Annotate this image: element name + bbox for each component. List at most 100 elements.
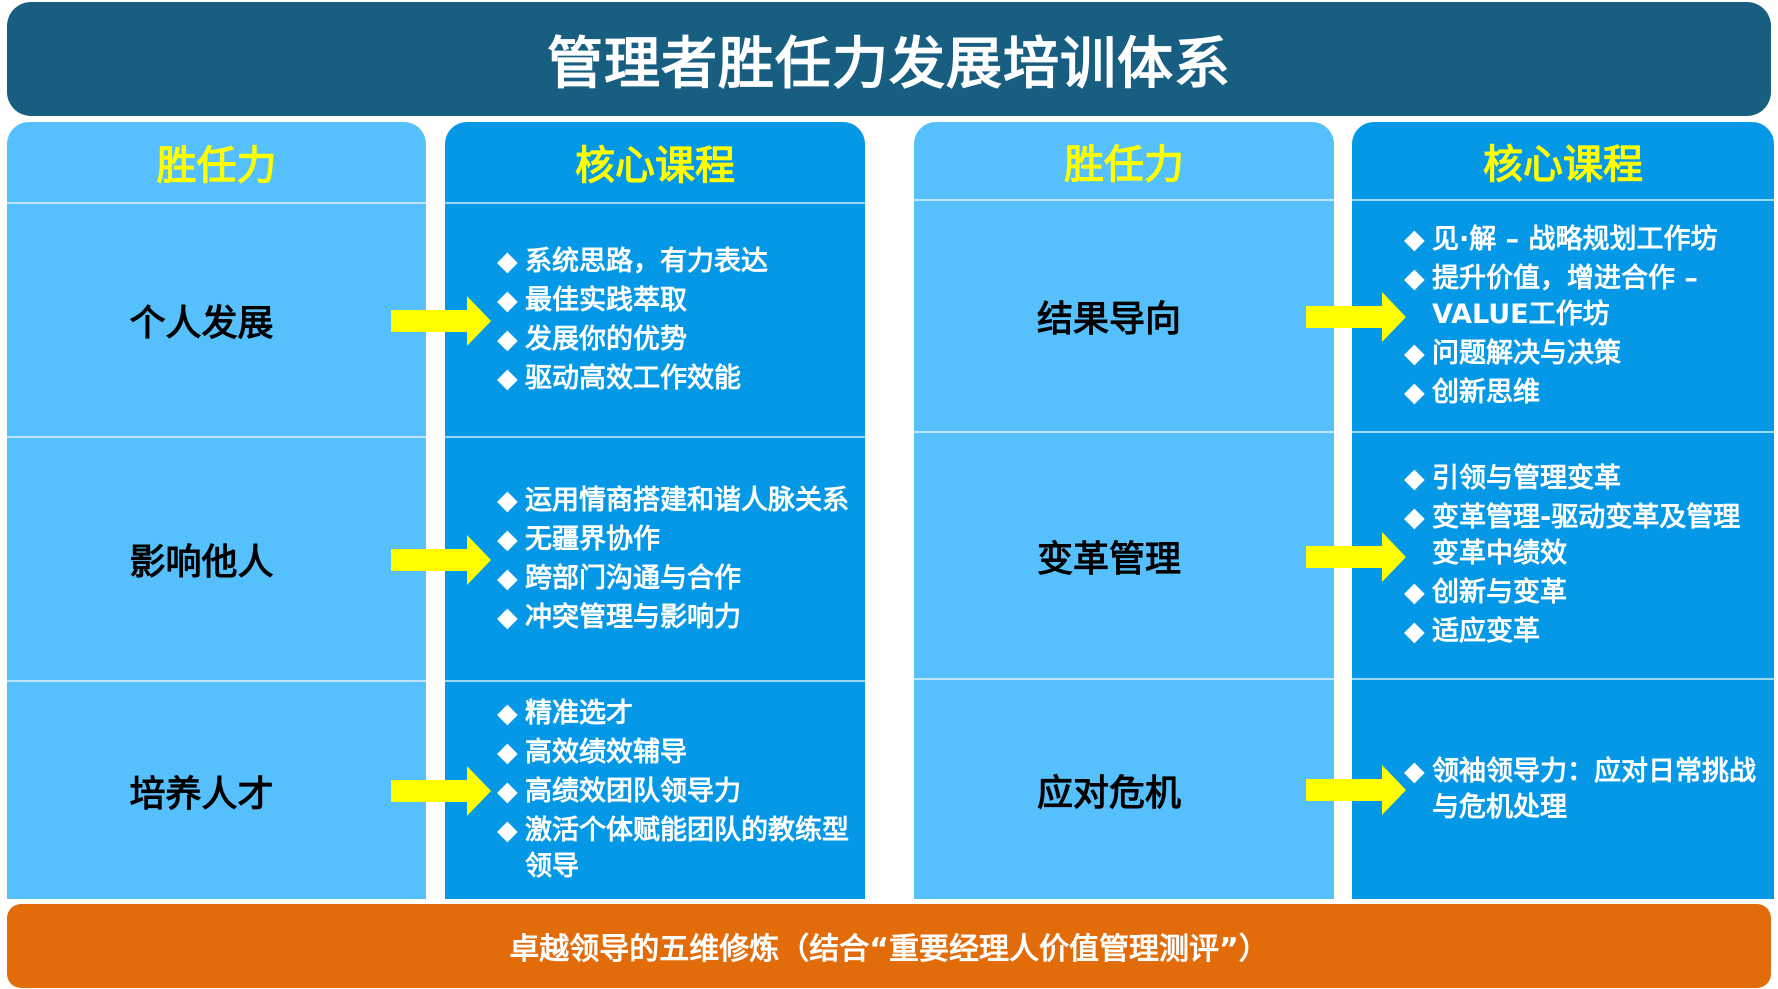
- course-text: 创新与变革: [1432, 577, 1567, 608]
- diamond-bullet-icon: ◆: [1404, 262, 1425, 294]
- course-item: ◆激活个体赋能团队的教练型领导: [497, 813, 855, 885]
- course-item: ◆运用情商搭建和谐人脉关系: [497, 483, 849, 519]
- arrow-shape: [1306, 292, 1406, 342]
- course-text: 激活个体赋能团队的教练型领导: [525, 815, 849, 882]
- competency-cell: 应对危机: [914, 680, 1334, 899]
- course-text: 创新思维: [1432, 376, 1540, 408]
- competency-cell: 个人发展: [7, 204, 426, 438]
- course-list: ◆运用情商搭建和谐人脉关系◆无疆界协作◆跨部门沟通与合作◆冲突管理与影响力: [445, 480, 859, 639]
- arrow-shape: [391, 296, 491, 346]
- course-text: 精准选才: [525, 698, 633, 729]
- course-item: ◆冲突管理与影响力: [497, 600, 849, 636]
- course-text: 问题解决与决策: [1432, 337, 1621, 369]
- diamond-bullet-icon: ◆: [497, 523, 518, 555]
- diamond-bullet-icon: ◆: [497, 601, 518, 633]
- course-header: 核心课程: [1352, 122, 1774, 201]
- course-item: ◆提升价值，增进合作 – VALUE工作坊: [1404, 261, 1764, 333]
- diamond-bullet-icon: ◆: [1404, 502, 1425, 533]
- course-list: ◆系统思路，有力表达◆最佳实践萃取◆发展你的优势◆驱动高效工作效能: [445, 241, 778, 400]
- right-arrow-icon: [1306, 764, 1406, 815]
- course-item: ◆见·解 – 战略规划工作坊: [1404, 222, 1764, 258]
- arrow-shape: [391, 535, 491, 585]
- course-text: 发展你的优势: [525, 323, 687, 355]
- arrow-shape: [391, 765, 491, 816]
- competency-label: 结果导向: [1036, 299, 1181, 340]
- diamond-bullet-icon: ◆: [1404, 463, 1425, 494]
- page-title: 管理者胜任力发展培训体系: [7, 2, 1771, 116]
- course-item: ◆系统思路，有力表达: [497, 244, 768, 280]
- course-item: ◆变革管理-驱动变革及管理变革中绩效: [1404, 500, 1764, 572]
- diamond-bullet-icon: ◆: [497, 323, 518, 355]
- competency-header: 胜任力: [7, 122, 426, 204]
- course-text: 引领与管理变革: [1432, 463, 1621, 494]
- course-text: 变革管理-驱动变革及管理变革中绩效: [1432, 502, 1741, 569]
- course-text: 领袖领导力：应对日常挑战与危机处理: [1432, 755, 1756, 823]
- course-cell: ◆精准选才◆高效绩效辅导◆高绩效团队领导力◆激活个体赋能团队的教练型领导: [445, 682, 865, 899]
- diamond-bullet-icon: ◆: [497, 245, 518, 277]
- left-competency-column: 胜任力 个人发展影响他人培养人才: [7, 122, 426, 899]
- course-text: 驱动高效工作效能: [525, 362, 741, 394]
- course-text: 高绩效团队领导力: [525, 776, 741, 807]
- course-text: 无疆界协作: [525, 523, 660, 555]
- course-item: ◆问题解决与决策: [1404, 336, 1764, 372]
- course-text: 提升价值，增进合作 – VALUE工作坊: [1432, 262, 1698, 330]
- course-item: ◆高绩效团队领导力: [497, 774, 855, 810]
- course-text: 高效绩效辅导: [525, 737, 687, 768]
- course-list: ◆精准选才◆高效绩效辅导◆高绩效团队领导力◆激活个体赋能团队的教练型领导: [445, 693, 865, 888]
- competency-label: 变革管理: [1036, 538, 1181, 580]
- diamond-bullet-icon: ◆: [497, 815, 518, 846]
- left-course-column: 核心课程 ◆系统思路，有力表达◆最佳实践萃取◆发展你的优势◆驱动高效工作效能◆运…: [445, 122, 865, 899]
- course-list: ◆领袖领导力：应对日常挑战与危机处理: [1352, 751, 1774, 829]
- diamond-bullet-icon: ◆: [497, 698, 518, 729]
- course-text: 跨部门沟通与合作: [525, 562, 741, 594]
- course-text: 系统思路，有力表达: [525, 245, 768, 277]
- competency-header: 胜任力: [914, 122, 1334, 201]
- arrow-shape: [1306, 764, 1406, 815]
- course-cell: ◆运用情商搭建和谐人脉关系◆无疆界协作◆跨部门沟通与合作◆冲突管理与影响力: [445, 438, 865, 682]
- right-course-column: 核心课程 ◆见·解 – 战略规划工作坊◆提升价值，增进合作 – VALUE工作坊…: [1352, 122, 1774, 899]
- course-text: 见·解 – 战略规划工作坊: [1432, 223, 1718, 255]
- diamond-bullet-icon: ◆: [1404, 376, 1425, 408]
- course-cell: ◆见·解 – 战略规划工作坊◆提升价值，增进合作 – VALUE工作坊◆问题解决…: [1352, 201, 1774, 433]
- competency-cell: 结果导向: [914, 201, 1334, 433]
- course-item: ◆引领与管理变革: [1404, 461, 1764, 497]
- diamond-bullet-icon: ◆: [497, 737, 518, 768]
- right-arrow-icon: [391, 765, 491, 816]
- competency-cell: 培养人才: [7, 682, 426, 899]
- footer-banner: 卓越领导的五维修炼（结合“重要经理人价值管理测评”）: [7, 904, 1771, 988]
- diamond-bullet-icon: ◆: [1404, 337, 1425, 369]
- course-text: 适应变革: [1432, 616, 1540, 647]
- course-item: ◆创新思维: [1404, 375, 1764, 411]
- course-item: ◆高效绩效辅导: [497, 735, 855, 771]
- course-text: 冲突管理与影响力: [525, 601, 741, 633]
- course-item: ◆驱动高效工作效能: [497, 361, 768, 397]
- course-header: 核心课程: [445, 122, 865, 204]
- competency-label: 影响他人: [129, 542, 274, 583]
- course-item: ◆精准选才: [497, 696, 855, 732]
- course-item: ◆创新与变革: [1404, 575, 1764, 611]
- course-item: ◆无疆界协作: [497, 522, 849, 558]
- course-cell: ◆引领与管理变革◆变革管理-驱动变革及管理变革中绩效◆创新与变革◆适应变革: [1352, 433, 1774, 680]
- right-arrow-icon: [1306, 531, 1406, 582]
- diamond-bullet-icon: ◆: [497, 484, 518, 516]
- course-item: ◆适应变革: [1404, 614, 1764, 650]
- course-cell: ◆系统思路，有力表达◆最佳实践萃取◆发展你的优势◆驱动高效工作效能: [445, 204, 865, 438]
- course-cell: ◆领袖领导力：应对日常挑战与危机处理: [1352, 680, 1774, 899]
- right-competency-column: 胜任力 结果导向变革管理应对危机: [914, 122, 1334, 899]
- course-list: ◆见·解 – 战略规划工作坊◆提升价值，增进合作 – VALUE工作坊◆问题解决…: [1352, 219, 1774, 414]
- competency-label: 个人发展: [129, 303, 274, 344]
- diamond-bullet-icon: ◆: [497, 284, 518, 316]
- course-item: ◆发展你的优势: [497, 322, 768, 358]
- course-text: 最佳实践萃取: [525, 284, 687, 316]
- arrow-shape: [1306, 531, 1406, 582]
- diamond-bullet-icon: ◆: [1404, 577, 1425, 608]
- course-text: 运用情商搭建和谐人脉关系: [525, 484, 849, 516]
- competency-cell: 影响他人: [7, 438, 426, 682]
- diamond-bullet-icon: ◆: [497, 362, 518, 394]
- right-arrow-icon: [391, 296, 491, 346]
- diamond-bullet-icon: ◆: [497, 776, 518, 807]
- competency-label: 应对危机: [1036, 772, 1181, 814]
- competency-label: 培养人才: [129, 773, 274, 815]
- diamond-bullet-icon: ◆: [1404, 755, 1425, 787]
- course-list: ◆引领与管理变革◆变革管理-驱动变革及管理变革中绩效◆创新与变革◆适应变革: [1352, 458, 1774, 653]
